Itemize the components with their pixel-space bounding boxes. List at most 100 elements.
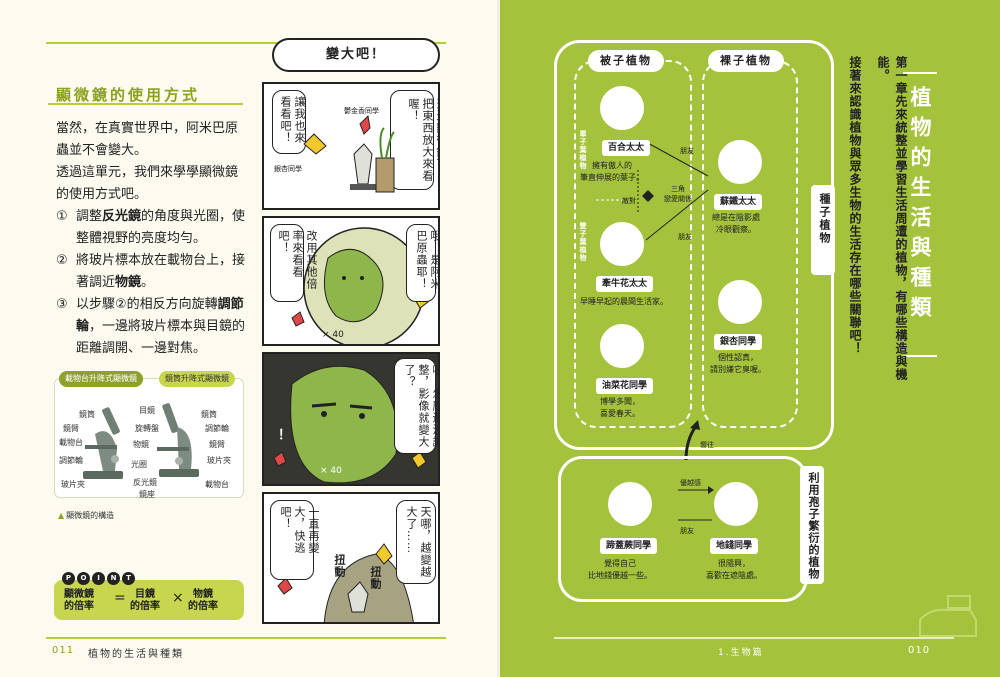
intro-paragraph-1: 當然，在真實世界中，阿米巴原蟲並不會變大。 — [56, 121, 239, 158]
title-rule-bottom — [903, 355, 937, 357]
label-objective: 物鏡 — [133, 440, 149, 449]
ginkgo-illustration — [718, 280, 762, 324]
panel4-illustration — [277, 543, 414, 622]
dicot-label: 雙子葉植物 — [579, 222, 587, 262]
point-formula-box: P O I N T 顯微鏡 的倍率 = 目鏡 的倍率 × 物鏡 的倍率 — [54, 572, 244, 620]
formula-term-eyepiece: 目鏡 的倍率 — [130, 589, 160, 612]
speech-bubble — [390, 90, 434, 190]
running-title: 植物的生活與種類 — [88, 649, 184, 660]
step-item-1: ① 調整反光鏡的角度與光圈，使整體視野的亮度均勻。 — [56, 206, 248, 250]
microscope-illustration — [83, 403, 199, 479]
cycad-name: 蘇鐵太太 — [714, 194, 763, 210]
label-arm-b: 鏡臂 — [209, 440, 225, 449]
panel4-sfx-a: 扭動 — [333, 554, 346, 578]
angiosperm-tab: 被子植物 — [588, 50, 664, 72]
panel2-magnification: × 40 — [322, 330, 344, 340]
step-item-3: ③ 以步驟②的相反方向旋轉調節輪，一邊將玻片標本與目鏡的距離調開、一邊對焦。 — [56, 294, 248, 360]
comic-panel-4: 天哪，越變越大了…… 一直再變大，快逃吧！ 扭動 扭動 — [262, 492, 440, 624]
seed-plant-label-text: 種子植物 — [818, 193, 831, 245]
cycad-illustration — [718, 140, 762, 184]
comic-panel-1: 透過顯微鏡可以把東西放大來看喔！ 讓我也來看看吧！ 鬱金香同學 銀杏同學 — [262, 82, 440, 210]
step-text: 的角度與光圈，使整體視野的亮度均勻。 — [76, 209, 246, 246]
label-clip-b: 玻片夾 — [207, 456, 231, 465]
label-mirror: 反光鏡 — [133, 478, 157, 487]
chapter-title: 植物的生活與種類 — [908, 86, 932, 326]
cycad-desc: 總是在陰影處 冷眼觀察。 — [712, 213, 760, 234]
label-adjust-b: 調節輪 — [205, 424, 229, 433]
seed-plant-label: 種子植物 — [811, 185, 835, 275]
relation-arrows — [596, 141, 714, 521]
label-tube-b: 鏡筒 — [201, 410, 217, 419]
step-highlight: 物鏡 — [115, 275, 142, 290]
page-number: 011 — [52, 645, 75, 656]
step-number: ② — [56, 253, 68, 268]
step-text: 調整 — [76, 209, 103, 224]
relation-enemy: 敵對 — [622, 197, 636, 205]
panel1-speech-b: 讓我也來看看吧！ — [279, 96, 306, 144]
rape-flower-illustration — [600, 324, 644, 368]
section-title: 顯微鏡的使用方式 — [56, 86, 201, 104]
relation-superior: 優越感 — [680, 479, 701, 487]
caption-text: 顯微鏡的構造 — [66, 511, 115, 520]
rape-flower-desc: 博學多聞， 喜愛春天。 — [600, 397, 640, 418]
top-rule — [46, 42, 446, 44]
panel3-magnification: × 40 — [320, 466, 342, 476]
step-number: ① — [56, 209, 68, 224]
point-letter: N — [107, 572, 120, 585]
step-text: 。 — [141, 275, 155, 290]
panel1-speech-a: 透過顯微鏡可以把東西放大來看喔！ — [407, 98, 438, 182]
panel2-illustration — [291, 227, 429, 344]
title-rule-top — [903, 72, 937, 74]
step-text: 將玻片標本放在載物台上，接著調近 — [76, 253, 246, 290]
panel3-exclaim: ！ — [278, 428, 292, 443]
comic-header: 變大吧！ — [272, 38, 440, 72]
speech-bubble — [394, 358, 436, 454]
diagram-caption: ▲顯微鏡的構造 — [58, 510, 114, 521]
gymnosperm-tab: 裸子植物 — [708, 50, 784, 72]
ginkgo-desc: 個性認真， 請別嫌它臭喔。 — [710, 353, 766, 374]
panel1-tag-ginkgo: 銀杏同學 — [274, 165, 302, 173]
relation-triangle: 三角 戀愛關係 — [664, 185, 692, 203]
panel4-sfx-b: 扭動 — [369, 566, 382, 590]
liverwort-name: 地錢同學 — [710, 538, 759, 554]
microscope-type-a-tab: 載物台升降式顯微鏡 — [59, 371, 143, 387]
label-tube-a: 鏡筒 — [79, 410, 95, 419]
speech-bubble — [406, 224, 436, 302]
panel1-tag-tulip: 鬱金香同學 — [344, 107, 379, 115]
fern-illustration — [608, 482, 652, 526]
running-title: 1.生物篇 — [718, 648, 764, 658]
panel1-illustration — [303, 114, 395, 193]
triangle-icon: ▲ — [58, 511, 65, 520]
comic-panel-3: 咦，怎麼還沒調整，影像就變大了？ ！ × 40 — [262, 352, 440, 486]
panel2-speech-b: 改用其他倍率來看看吧！ — [277, 230, 318, 290]
formula-equals: = — [114, 590, 126, 606]
label-stage-a: 載物台 — [59, 438, 83, 447]
footer-rule — [46, 637, 446, 639]
lily-desc: 擁有傲人的 筆直伸展的葉子。 — [580, 161, 644, 182]
formula-times: × — [172, 590, 184, 606]
lily-name: 百合太太 — [602, 140, 651, 156]
formula-term-objective: 物鏡 的倍率 — [188, 589, 218, 612]
label-nosepiece: 旋轉盤 — [135, 424, 159, 433]
morning-glory-name: 牽牛花太太 — [596, 276, 654, 292]
label-clip-a: 玻片夾 — [61, 480, 85, 489]
relation-friend-2: 朋友 — [678, 233, 692, 241]
left-page: 顯微鏡的使用方式 當然，在真實世界中，阿米巴原蟲並不會變大。 透過這單元，我們來… — [0, 0, 500, 677]
liverwort-illustration — [714, 482, 758, 526]
panel2-speech-a: 哦！是阿米巴原蟲耶！ — [415, 230, 440, 290]
monocot-label: 單子葉植物 — [579, 130, 587, 170]
book-gutter — [497, 0, 503, 677]
step-text: ，一邊將玻片標本與目鏡的距離調開、一邊對焦。 — [76, 319, 246, 356]
fern-name: 蹄蓋蕨同學 — [600, 538, 658, 554]
formula-term-total: 顯微鏡 的倍率 — [64, 589, 94, 612]
panel3-speech-a: 咦，怎麼還沒調整，影像就變大了？ — [403, 364, 440, 448]
speech-bubble — [270, 500, 314, 580]
morning-glory-desc: 早睡早起的晨間生活家。 — [580, 297, 668, 306]
title-underline — [48, 103, 243, 105]
relation-yearning: 嚮往 — [700, 441, 714, 449]
relation-friend-1: 朋友 — [680, 147, 694, 155]
point-letter: P — [62, 572, 75, 585]
chapter-intro-2: 接著來認識植物與眾多生物的生活存在哪些關聯吧！ — [848, 56, 862, 355]
step-item-2: ② 將玻片標本放在載物台上，接著調近物鏡。 — [56, 250, 248, 294]
label-diaphragm: 光圈 — [131, 460, 147, 469]
